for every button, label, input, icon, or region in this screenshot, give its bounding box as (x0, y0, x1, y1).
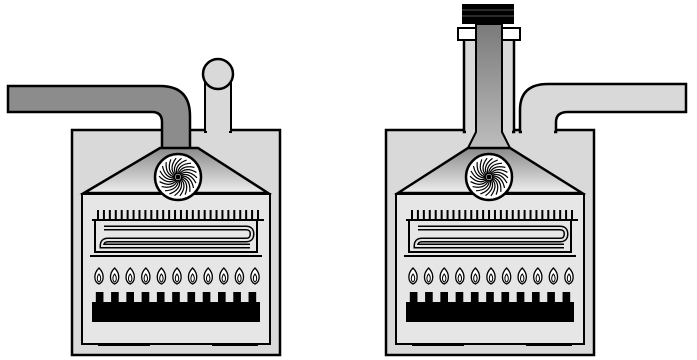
burner-jet (233, 292, 241, 304)
burner-jet (517, 292, 525, 304)
burner-jet (456, 292, 464, 304)
burner-jet (218, 292, 226, 304)
left-vent-ball (203, 59, 233, 89)
burner-body (406, 302, 574, 322)
left-boiler (8, 59, 280, 355)
right-boiler (386, 4, 686, 355)
burner-jet (249, 292, 257, 304)
burner-jet (187, 292, 195, 304)
burner-jet (532, 292, 540, 304)
burner-jet (111, 292, 119, 304)
burner-jet (410, 292, 418, 304)
burner-jet (440, 292, 448, 304)
burner-jet (563, 292, 571, 304)
left-heat-exchanger-coil (90, 220, 262, 256)
burner-jet (126, 292, 134, 304)
right-burner (406, 292, 574, 322)
right-air-intake-duct (520, 84, 686, 132)
left-burner (92, 292, 260, 322)
burner-jet (471, 292, 479, 304)
fan-hub (487, 175, 492, 180)
right-flue-cap (462, 4, 514, 24)
burner-jet (157, 292, 165, 304)
burner-body (92, 302, 260, 322)
right-heat-exchanger-coil (404, 220, 576, 256)
burner-jet (486, 292, 494, 304)
burner-jet (501, 292, 509, 304)
fan-hub (176, 175, 181, 180)
burner-jet (203, 292, 211, 304)
burner-jet (172, 292, 180, 304)
fan-icon (155, 154, 201, 200)
burner-jet (547, 292, 555, 304)
burner-jet (96, 292, 104, 304)
burner-jet (425, 292, 433, 304)
fan-icon (466, 154, 512, 200)
burner-jet (142, 292, 150, 304)
